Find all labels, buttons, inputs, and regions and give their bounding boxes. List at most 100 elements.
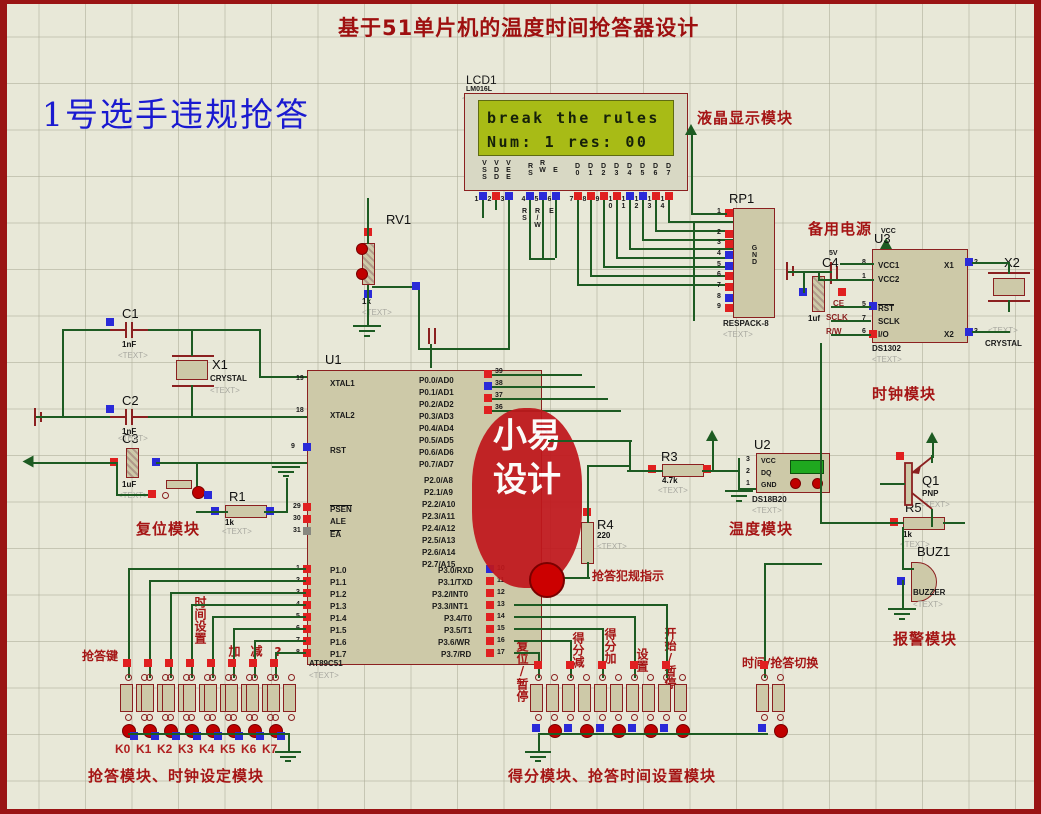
wire-k4-v	[212, 616, 214, 678]
kr-sq-4	[630, 661, 638, 669]
wire-xtal1	[259, 376, 307, 378]
c4-pin-right	[838, 288, 846, 296]
u1-num-17: 17	[497, 649, 505, 656]
u2-num-2: 2	[746, 468, 750, 475]
wire-x2-j1	[1008, 262, 1010, 268]
lcd-pin-name-4: RS	[527, 163, 534, 177]
rp1-pin-sq-2	[725, 230, 733, 238]
q1-text-placeholder: <TEXT>	[920, 500, 950, 509]
keypad-right-switch-label: 时间/抢答切换	[742, 656, 819, 670]
wire-bus-d1	[590, 275, 733, 277]
lcd-ctrl-label-rw: R/W	[534, 208, 541, 229]
lcd-pin-num-10: 10	[607, 196, 614, 210]
lcd-module-label: 液晶显示模块	[697, 109, 794, 127]
wire-lcd-12	[642, 200, 644, 239]
x2-body	[993, 278, 1025, 296]
wire-c1-left	[62, 329, 110, 331]
reset-sw-pin-right	[204, 491, 212, 499]
c1-ref: C1	[122, 306, 139, 321]
u1-sq-ea	[303, 527, 311, 535]
u3-sq-io	[869, 330, 877, 338]
wire-u2-dq-left	[548, 440, 632, 442]
foul-indicator-label: 抢答犯规指示	[592, 569, 665, 583]
lcd-pin-square-7	[574, 192, 582, 200]
u1-pin-p24: P2.4/A12	[422, 524, 456, 533]
k4-net-square	[207, 659, 215, 667]
wire-u3-vcc2	[818, 279, 874, 281]
u3-signal-rw: R/W	[826, 327, 842, 336]
lcd-pin-num-2: 2	[486, 196, 493, 203]
lcd-pin-square-11	[626, 192, 634, 200]
wire-keypad-gnd-rail	[128, 733, 288, 735]
reset-sw-pin-left	[148, 490, 156, 498]
u1-pin-p02: P0.2/AD2	[419, 400, 454, 409]
r5-value: 1k	[903, 530, 912, 539]
wire-c4-mid	[818, 271, 820, 281]
wire-bus-d5	[642, 239, 733, 241]
u1-pin-p26: P2.6/A14	[422, 548, 456, 557]
wire-reset-h1	[116, 494, 148, 496]
wire-lcd-13	[655, 200, 657, 230]
wire-r5-left	[820, 522, 904, 524]
u3-pin-sclk: SCLK	[878, 317, 900, 326]
u2-text-placeholder: <TEXT>	[752, 506, 782, 515]
rv1-value: 1k	[362, 298, 371, 306]
vcc-arrow-alarm	[926, 432, 938, 443]
rp1-pin-sq-8	[725, 294, 733, 302]
r3-ref: R3	[661, 449, 678, 464]
cap-plate-b	[434, 328, 436, 344]
wire-k1-v	[149, 580, 151, 678]
key-label-k4: K4	[199, 742, 215, 756]
u1-pin-p23: P2.3/A11	[422, 512, 455, 521]
u1-sq-p03	[484, 406, 492, 414]
u2-num-1: 1	[746, 480, 750, 487]
wire-reset-v2	[196, 462, 198, 494]
wire-r1-right	[264, 511, 288, 513]
wire-bus-d2	[603, 266, 733, 268]
x1-plate-bottom	[172, 385, 214, 387]
u1-pin-p33: P3.3/INT1	[432, 602, 469, 611]
r1-value: 1k	[225, 518, 234, 527]
u1-sq-psen	[303, 503, 311, 511]
u1-pin-p07: P0.7/AD7	[419, 460, 454, 469]
wire-r3-right	[702, 470, 738, 472]
lcd-ctrl-label-e: E	[548, 208, 555, 215]
lcd-pin-name-6: E	[552, 167, 559, 174]
kr-sq-5	[662, 661, 670, 669]
wire-q1-emitter	[932, 442, 934, 458]
keypad-left-vlabel-time: 时间设置	[193, 596, 207, 644]
u3-num-8: 8	[862, 259, 866, 266]
gnd-u2	[725, 490, 753, 504]
lcd-pin-num-9: 9	[594, 196, 601, 203]
u1-pin-p00: P0.0/AD0	[419, 376, 454, 385]
u2-led-a	[790, 478, 801, 489]
wire-u2-dq-up	[629, 440, 631, 470]
u1-num-38: 38	[495, 380, 503, 387]
c1-lead-left	[108, 329, 126, 331]
c1-value: 1nF	[122, 340, 137, 349]
keypad-left-caption: 抢答模块、时钟设定模块	[88, 767, 265, 785]
wire-kr-p35	[514, 628, 602, 630]
battery-plate-long	[830, 262, 832, 284]
wire-r4-down	[587, 562, 589, 578]
wire-u3-vcc1	[840, 263, 874, 265]
rv1-node-top	[356, 243, 368, 255]
x2-text-placeholder: <TEXT>	[988, 327, 1018, 335]
u1-pin-p35: P3.5/T1	[444, 626, 473, 635]
u1-sq-p36	[486, 637, 494, 645]
u1-pin-p31: P3.1/TXD	[438, 578, 473, 587]
u1-sq-p11	[303, 577, 311, 585]
rp1-pin-sq-3	[725, 240, 733, 248]
u1-sq-p33	[486, 601, 494, 609]
reset-module-label: 复位模块	[136, 520, 201, 538]
wire-buz-gnd	[902, 580, 904, 608]
wire-c2-to-x1	[148, 416, 196, 418]
u2-pin-gnd: GND	[761, 482, 777, 489]
x1-part: CRYSTAL	[210, 374, 247, 383]
rp1-pin-num-8: 8	[717, 293, 721, 300]
u3-pin-vcc1: VCC1	[878, 261, 900, 270]
u3-pin-x2: X2	[944, 330, 954, 339]
u1-sq-p16	[303, 637, 311, 645]
wire-lcd-ctrl-h	[529, 258, 555, 260]
wire-kr-p36	[514, 640, 570, 642]
